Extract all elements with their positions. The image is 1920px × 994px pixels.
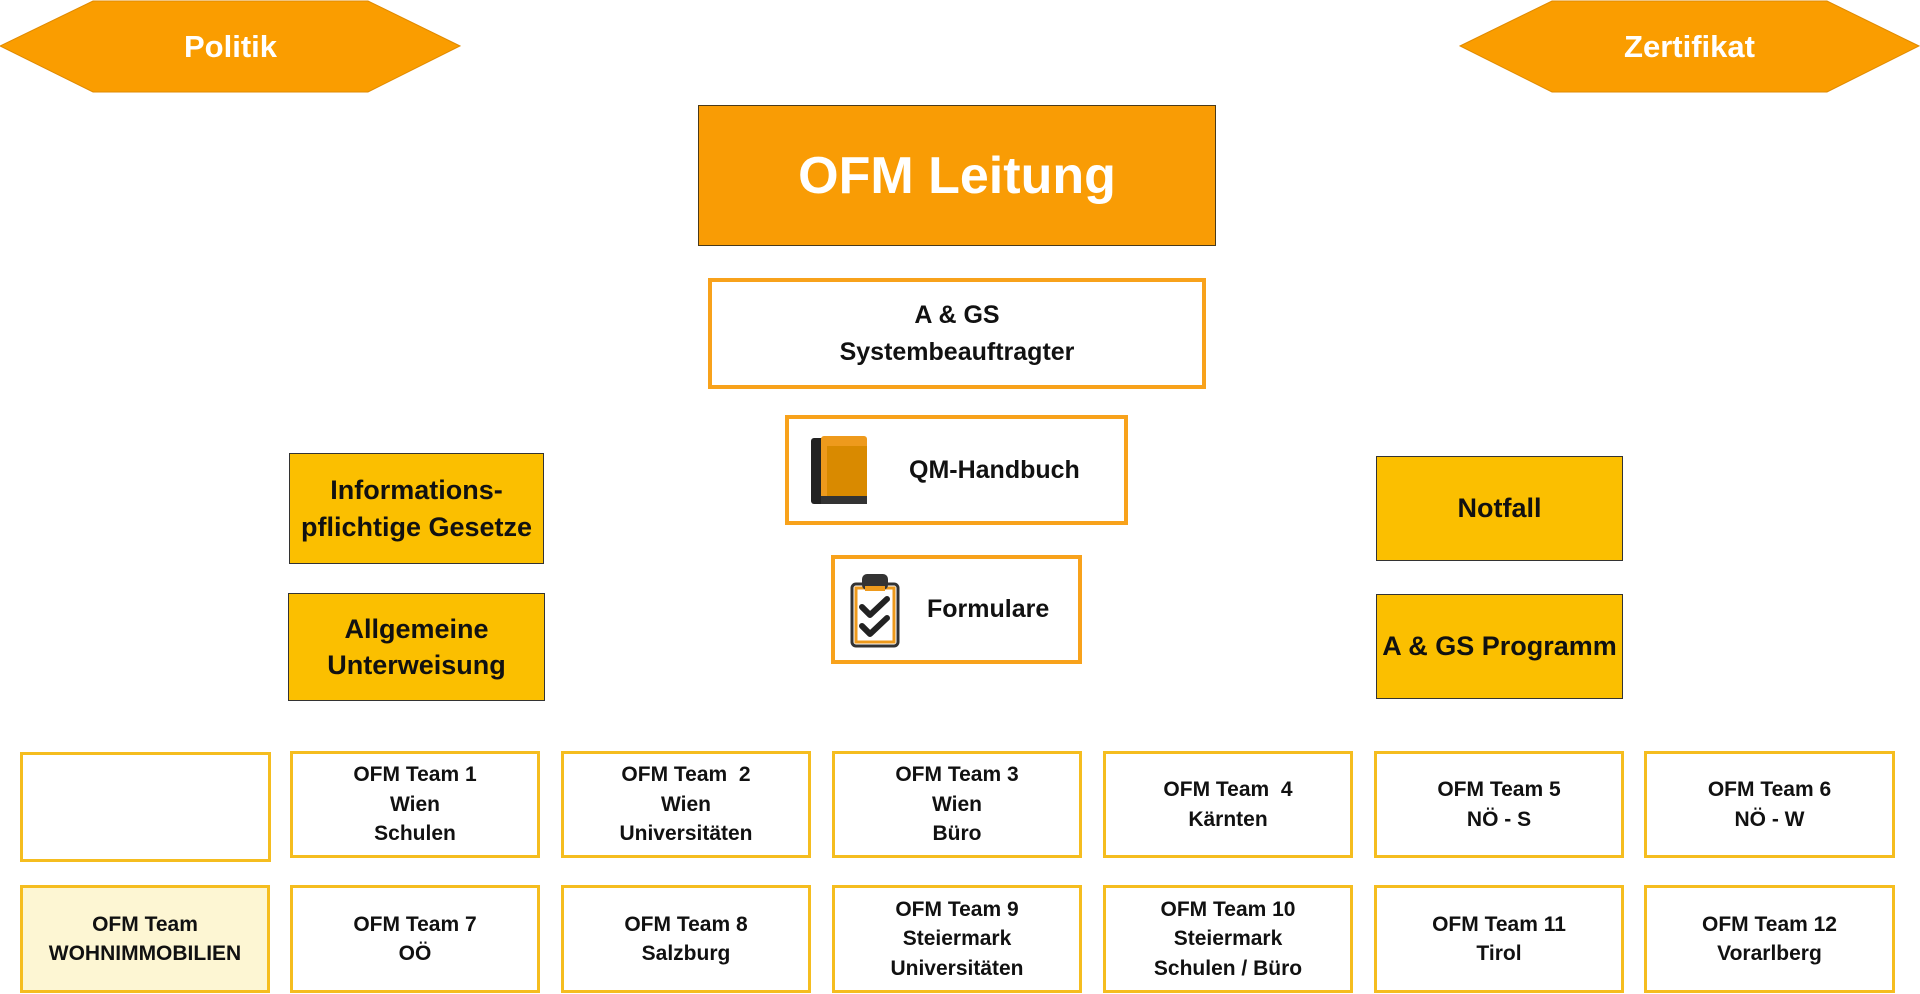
- system-officer-line1: A & GS: [914, 301, 1000, 330]
- team-line: OFM Team 9: [895, 897, 1019, 921]
- emergency-box: Notfall: [1376, 456, 1623, 561]
- general-instruction-line1: Allgemeine: [344, 613, 489, 644]
- team-line: Steiermark: [1173, 927, 1283, 951]
- team-line: OFM Team 11: [1432, 912, 1566, 936]
- team-line: Universitäten: [619, 822, 753, 846]
- team-line: Büro: [932, 822, 982, 846]
- team-line: Vorarlberg: [1717, 942, 1822, 965]
- team-line: OFM Team 1: [353, 763, 477, 787]
- clipboard-check-icon: [849, 572, 903, 648]
- team-line: Salzburg: [641, 942, 731, 965]
- general-instruction-line2: Unterweisung: [327, 650, 506, 680]
- team-line: OFM Team 7: [353, 912, 477, 936]
- ofm-leitung-box: OFM Leitung: [698, 105, 1216, 246]
- team-box-empty: [20, 752, 271, 862]
- team-line: NÖ - S: [1466, 807, 1532, 831]
- team-box-9: OFM Team 9 Steiermark Universitäten: [832, 885, 1082, 993]
- team-line: Tirol: [1476, 942, 1522, 965]
- team-box-12: OFM Team 12 Vorarlberg: [1644, 885, 1895, 993]
- team-box-3: OFM Team 3 Wien Büro: [832, 751, 1082, 858]
- team-line: WOHNIMMOBILIEN: [48, 942, 242, 965]
- team-line: OFM Team 3: [895, 763, 1019, 787]
- team-box-7: OFM Team 7 OÖ: [290, 885, 540, 993]
- team-box-11: OFM Team 11 Tirol: [1374, 885, 1624, 993]
- ags-program-label: A & GS Programm: [1382, 631, 1617, 662]
- zertifikat-hexagon: Zertifikat: [1459, 0, 1920, 93]
- politik-hexagon: Politik: [0, 0, 461, 93]
- team-line: Wien: [932, 792, 982, 816]
- team-line: OFM Team 10: [1160, 897, 1296, 921]
- team-line: OÖ: [398, 942, 432, 965]
- team-box-5: OFM Team 5 NÖ - S: [1374, 751, 1624, 858]
- system-officer-line2: Systembeauftragter: [839, 337, 1075, 366]
- team-line: OFM Team 8: [624, 912, 748, 936]
- team-line: OFM Team 4: [1163, 778, 1293, 802]
- info-laws-line2: pflichtige Gesetze: [300, 511, 533, 542]
- team-line: OFM Team 6: [1707, 778, 1832, 802]
- team-line: Schulen: [374, 822, 456, 846]
- team-line: OFM Team 5: [1437, 778, 1561, 802]
- emergency-label: Notfall: [1457, 493, 1542, 524]
- team-line: OFM Team 2: [621, 763, 751, 787]
- team-box-4: OFM Team 4 Kärnten: [1103, 751, 1353, 858]
- forms-label: Formulare: [927, 595, 1050, 623]
- team-line: Universitäten: [890, 956, 1024, 980]
- hexagon-shape: [1459, 0, 1920, 93]
- qm-handbook-box: QM-Handbuch: [785, 415, 1128, 525]
- team-line: Wien: [390, 792, 440, 816]
- zertifikat-label: Zertifikat: [1624, 28, 1755, 64]
- ags-program-box: A & GS Programm: [1376, 594, 1623, 699]
- team-box-6: OFM Team 6 NÖ - W: [1644, 751, 1895, 858]
- hexagon-shape: [0, 0, 461, 93]
- team-box-10: OFM Team 10 Steiermark Schulen / Büro: [1103, 885, 1353, 993]
- team-line: Kärnten: [1188, 807, 1268, 831]
- team-line: OFM Team: [92, 912, 198, 936]
- info-laws-line1: Informations-: [330, 475, 503, 506]
- info-laws-box: Informations- pflichtige Gesetze: [289, 453, 544, 564]
- system-officer-box: A & GS Systembeauftragter: [708, 278, 1206, 389]
- team-box-wohnimmobilien: OFM Team WOHNIMMOBILIEN: [20, 885, 270, 993]
- forms-box: Formulare: [831, 555, 1082, 664]
- team-line: Steiermark: [902, 927, 1012, 951]
- team-line: NÖ - W: [1734, 807, 1805, 831]
- team-line: OFM Team 12: [1702, 912, 1837, 936]
- ofm-leitung-label: OFM Leitung: [798, 146, 1116, 205]
- team-box-2: OFM Team 2 Wien Universitäten: [561, 751, 811, 858]
- team-line: Schulen / Büro: [1153, 956, 1303, 980]
- general-instruction-box: Allgemeine Unterweisung: [288, 593, 545, 701]
- team-box-8: OFM Team 8 Salzburg: [561, 885, 811, 993]
- qm-handbook-label: QM-Handbuch: [909, 455, 1080, 484]
- book-icon: [809, 434, 869, 506]
- team-line: Wien: [661, 792, 711, 816]
- team-box-1: OFM Team 1 Wien Schulen: [290, 751, 540, 858]
- politik-label: Politik: [183, 28, 277, 64]
